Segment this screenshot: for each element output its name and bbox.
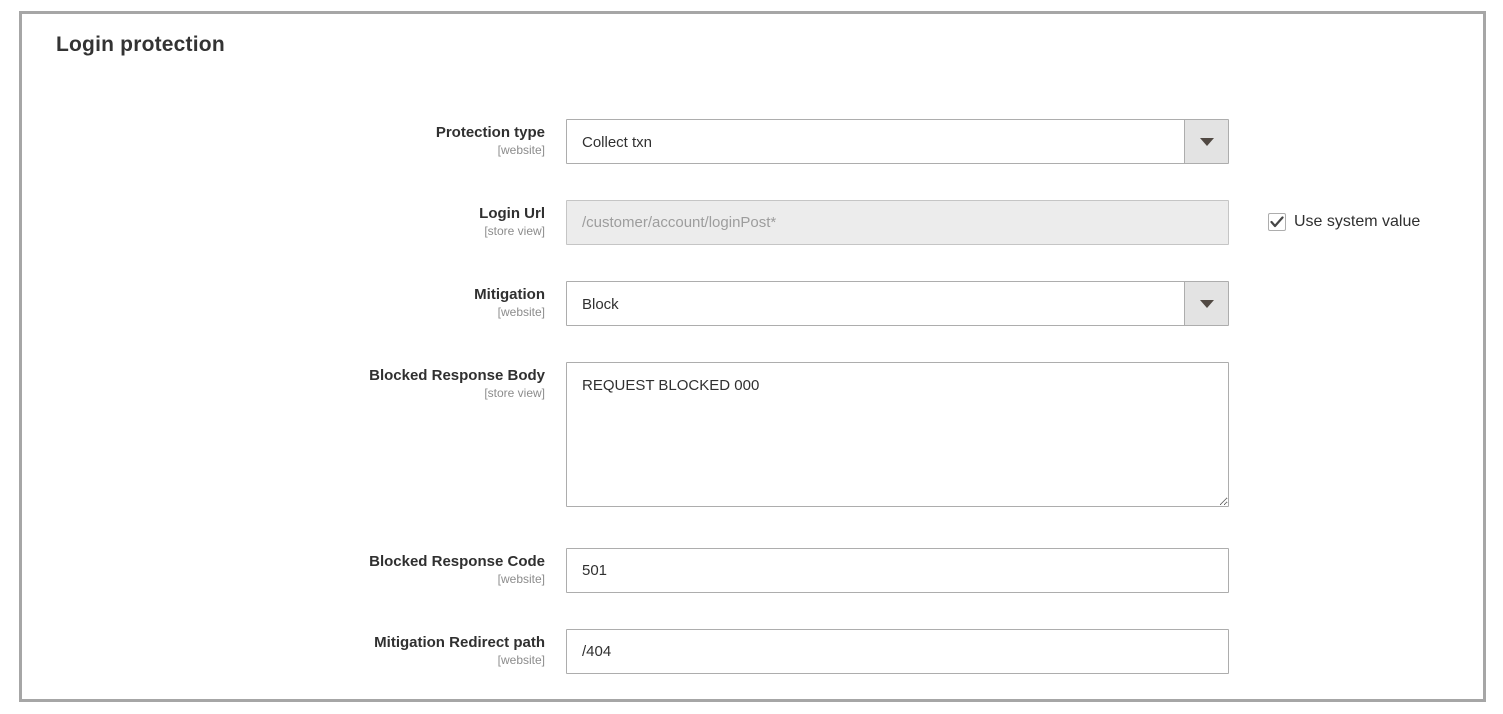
login-url-label-group: Login Url [store view]	[22, 200, 545, 239]
chevron-down-icon	[1199, 137, 1214, 146]
mitigation-redirect-path-input[interactable]	[566, 629, 1229, 674]
mitigation-dropdown-button[interactable]	[1184, 282, 1228, 325]
login-url-scope: [store view]	[484, 223, 545, 238]
mitigation-label-group: Mitigation [website]	[22, 281, 545, 320]
mitigation-redirect-path-label-group: Mitigation Redirect path [website]	[22, 629, 545, 668]
protection-type-field: Collect txn	[566, 119, 1229, 164]
blocked-response-code-input[interactable]	[566, 548, 1229, 593]
blocked-response-code-label: Blocked Response Code	[369, 553, 545, 570]
login-protection-form: Protection type [website] Collect txn Lo…	[22, 119, 1483, 674]
protection-type-select[interactable]: Collect txn	[566, 119, 1229, 164]
use-system-value-checkbox[interactable]	[1268, 213, 1286, 231]
field-row-mitigation-redirect-path: Mitigation Redirect path [website]	[22, 629, 1483, 674]
mitigation-select[interactable]: Block	[566, 281, 1229, 326]
field-row-protection-type: Protection type [website] Collect txn	[22, 119, 1483, 164]
blocked-response-code-field	[566, 548, 1229, 593]
mitigation-selected-value: Block	[582, 296, 619, 313]
blocked-response-code-scope: [website]	[497, 571, 545, 586]
blocked-response-body-textarea[interactable]: REQUEST BLOCKED 000	[566, 362, 1229, 507]
use-system-value-label[interactable]: Use system value	[1294, 213, 1421, 230]
protection-type-dropdown-button[interactable]	[1184, 120, 1228, 163]
mitigation-redirect-path-field	[566, 629, 1229, 674]
section-title: Login protection	[56, 33, 225, 56]
protection-type-selected-value: Collect txn	[582, 134, 653, 151]
chevron-down-icon	[1199, 299, 1214, 308]
use-system-value-group: Use system value	[1268, 200, 1420, 231]
mitigation-redirect-path-label: Mitigation Redirect path	[374, 634, 545, 651]
login-url-field	[566, 200, 1229, 245]
checkmark-icon	[1270, 216, 1284, 228]
mitigation-scope: [website]	[497, 304, 545, 319]
blocked-response-body-label: Blocked Response Body	[369, 367, 545, 384]
field-row-blocked-response-body: Blocked Response Body [store view] REQUE…	[22, 362, 1483, 512]
protection-type-label: Protection type	[435, 124, 545, 141]
field-row-login-url: Login Url [store view] Use system value	[22, 200, 1483, 245]
mitigation-redirect-path-scope: [website]	[497, 652, 545, 667]
mitigation-label: Mitigation	[474, 286, 545, 303]
blocked-response-code-label-group: Blocked Response Code [website]	[22, 548, 545, 587]
field-row-blocked-response-code: Blocked Response Code [website]	[22, 548, 1483, 593]
blocked-response-body-scope: [store view]	[484, 385, 545, 400]
blocked-response-body-label-group: Blocked Response Body [store view]	[22, 362, 545, 401]
protection-type-label-group: Protection type [website]	[22, 119, 545, 158]
field-row-mitigation: Mitigation [website] Block	[22, 281, 1483, 326]
login-url-label: Login Url	[479, 205, 545, 222]
login-url-input	[566, 200, 1229, 245]
mitigation-field: Block	[566, 281, 1229, 326]
blocked-response-body-field: REQUEST BLOCKED 000	[566, 362, 1229, 512]
login-protection-panel: Login protection Protection type [websit…	[19, 11, 1486, 702]
protection-type-scope: [website]	[497, 142, 545, 157]
